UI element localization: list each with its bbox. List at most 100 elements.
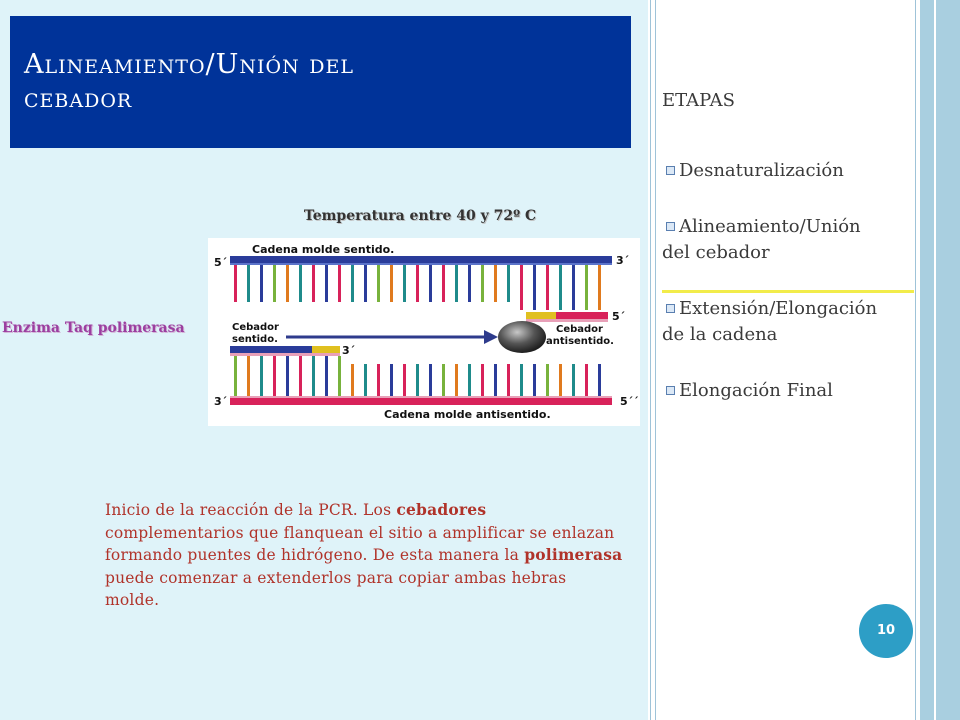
base-tick [364,364,367,396]
top-strand-shadow [230,263,612,265]
base-tick [468,265,471,302]
base-tick [442,265,445,302]
description-text: Inicio de la reacción de la PCR. Los [105,501,397,519]
stage-item-3-text: Extensión/Elongación [679,298,878,319]
antisense-primer-tip [526,312,556,319]
sense-primer-shadow [230,353,340,356]
end-label: 5´ [612,310,625,323]
base-tick [559,265,562,310]
base-tick [390,364,393,396]
stages-heading: ETAPAS [662,90,735,111]
temperature-label: Temperatura entre 40 y 72º C [303,208,537,224]
base-tick [559,364,562,396]
base-tick [546,364,549,396]
base-tick [455,364,458,396]
arrow-head-icon [484,330,498,344]
base-tick [338,265,341,302]
stage-item-1-text: Desnaturalización [679,160,844,181]
side-panel [648,0,920,720]
base-tick [572,364,575,396]
base-tick [520,265,523,310]
stage-item-4: Elongación Final [662,378,918,404]
base-tick [351,265,354,302]
square-bullet-icon [666,165,675,175]
active-stage-underline [662,290,914,293]
antisense-primer-label: antisentido. [546,336,614,347]
base-tick [507,265,510,302]
base-tick [351,364,354,396]
base-tick [481,364,484,396]
base-tick [572,265,575,310]
sense-primer-blue [230,346,312,353]
base-tick [455,265,458,302]
base-tick [598,364,601,396]
base-tick [247,265,250,302]
base-tick [429,265,432,302]
base-tick [585,265,588,310]
base-tick [494,265,497,302]
base-tick [338,356,341,396]
base-tick [325,265,328,302]
panel-border-left [650,0,651,720]
stage-item-2: Alineamiento/Unión del cebador [662,214,918,266]
base-tick [312,356,315,396]
stage-item-1: Desnaturalización [662,158,918,184]
bottom-strand-label: Cadena molde antisentido. [384,408,551,421]
stage-item-3-text-cont: de la cadena [662,324,778,345]
base-tick [377,364,380,396]
base-tick [286,356,289,396]
base-tick [364,265,367,302]
base-tick [403,364,406,396]
bottom-strand-shadow [230,396,612,398]
base-tick [234,356,237,396]
title-line-1: Alineamiento/Unión del [24,49,355,80]
base-tick [273,356,276,396]
stages-list: ETAPAS Desnaturalización Alineamiento/Un… [662,88,918,434]
base-tick [429,364,432,396]
enzyme-label: Enzima Taq polimerasa [2,320,185,336]
sense-primer-label: Cebador [232,322,279,333]
right-stripe [920,0,960,720]
sense-primer-label: sentido. [232,334,278,345]
top-strand-label: Cadena molde sentido. [252,243,394,256]
base-tick [598,265,601,310]
base-tick [273,265,276,302]
antisense-primer-label: Cebador [556,324,603,335]
stage-item-2-text: Alineamiento/Unión [679,216,861,237]
stage-item-3: Extensión/Elongación de la cadena [662,296,918,348]
base-tick [299,356,302,396]
description-keyword-primers: cebadores [396,500,487,519]
square-bullet-icon [666,221,675,231]
base-tick [403,265,406,302]
base-tick [546,265,549,310]
base-tick [468,364,471,396]
polymerase-icon [498,321,546,353]
base-ticks [234,265,601,396]
bottom-strand-bar [230,398,612,405]
base-tick [312,265,315,302]
stripe-line [934,0,936,720]
base-tick [533,265,536,310]
base-tick [260,356,263,396]
stage-item-4-text: Elongación Final [679,380,833,401]
panel-border-right [915,0,916,720]
base-tick [507,364,510,396]
slide-title: Alineamiento/Unión del cebador [24,48,631,116]
base-tick [442,364,445,396]
base-tick [325,356,328,396]
base-tick [247,356,250,396]
diagram-background [208,238,640,426]
stage-item-2-text-cont: del cebador [662,242,770,263]
base-tick [533,364,536,396]
panel-border-left-inner [655,0,656,720]
description-text: puede comenzar a extenderlos para copiar… [105,568,567,610]
antisense-primer-bar [526,312,608,319]
description-keyword-polymerase: polimerasa [524,545,623,564]
base-tick [520,364,523,396]
base-tick [416,265,419,302]
base-tick [390,265,393,302]
base-tick [234,265,237,302]
base-tick [286,265,289,302]
end-label: 5´ [214,256,227,269]
